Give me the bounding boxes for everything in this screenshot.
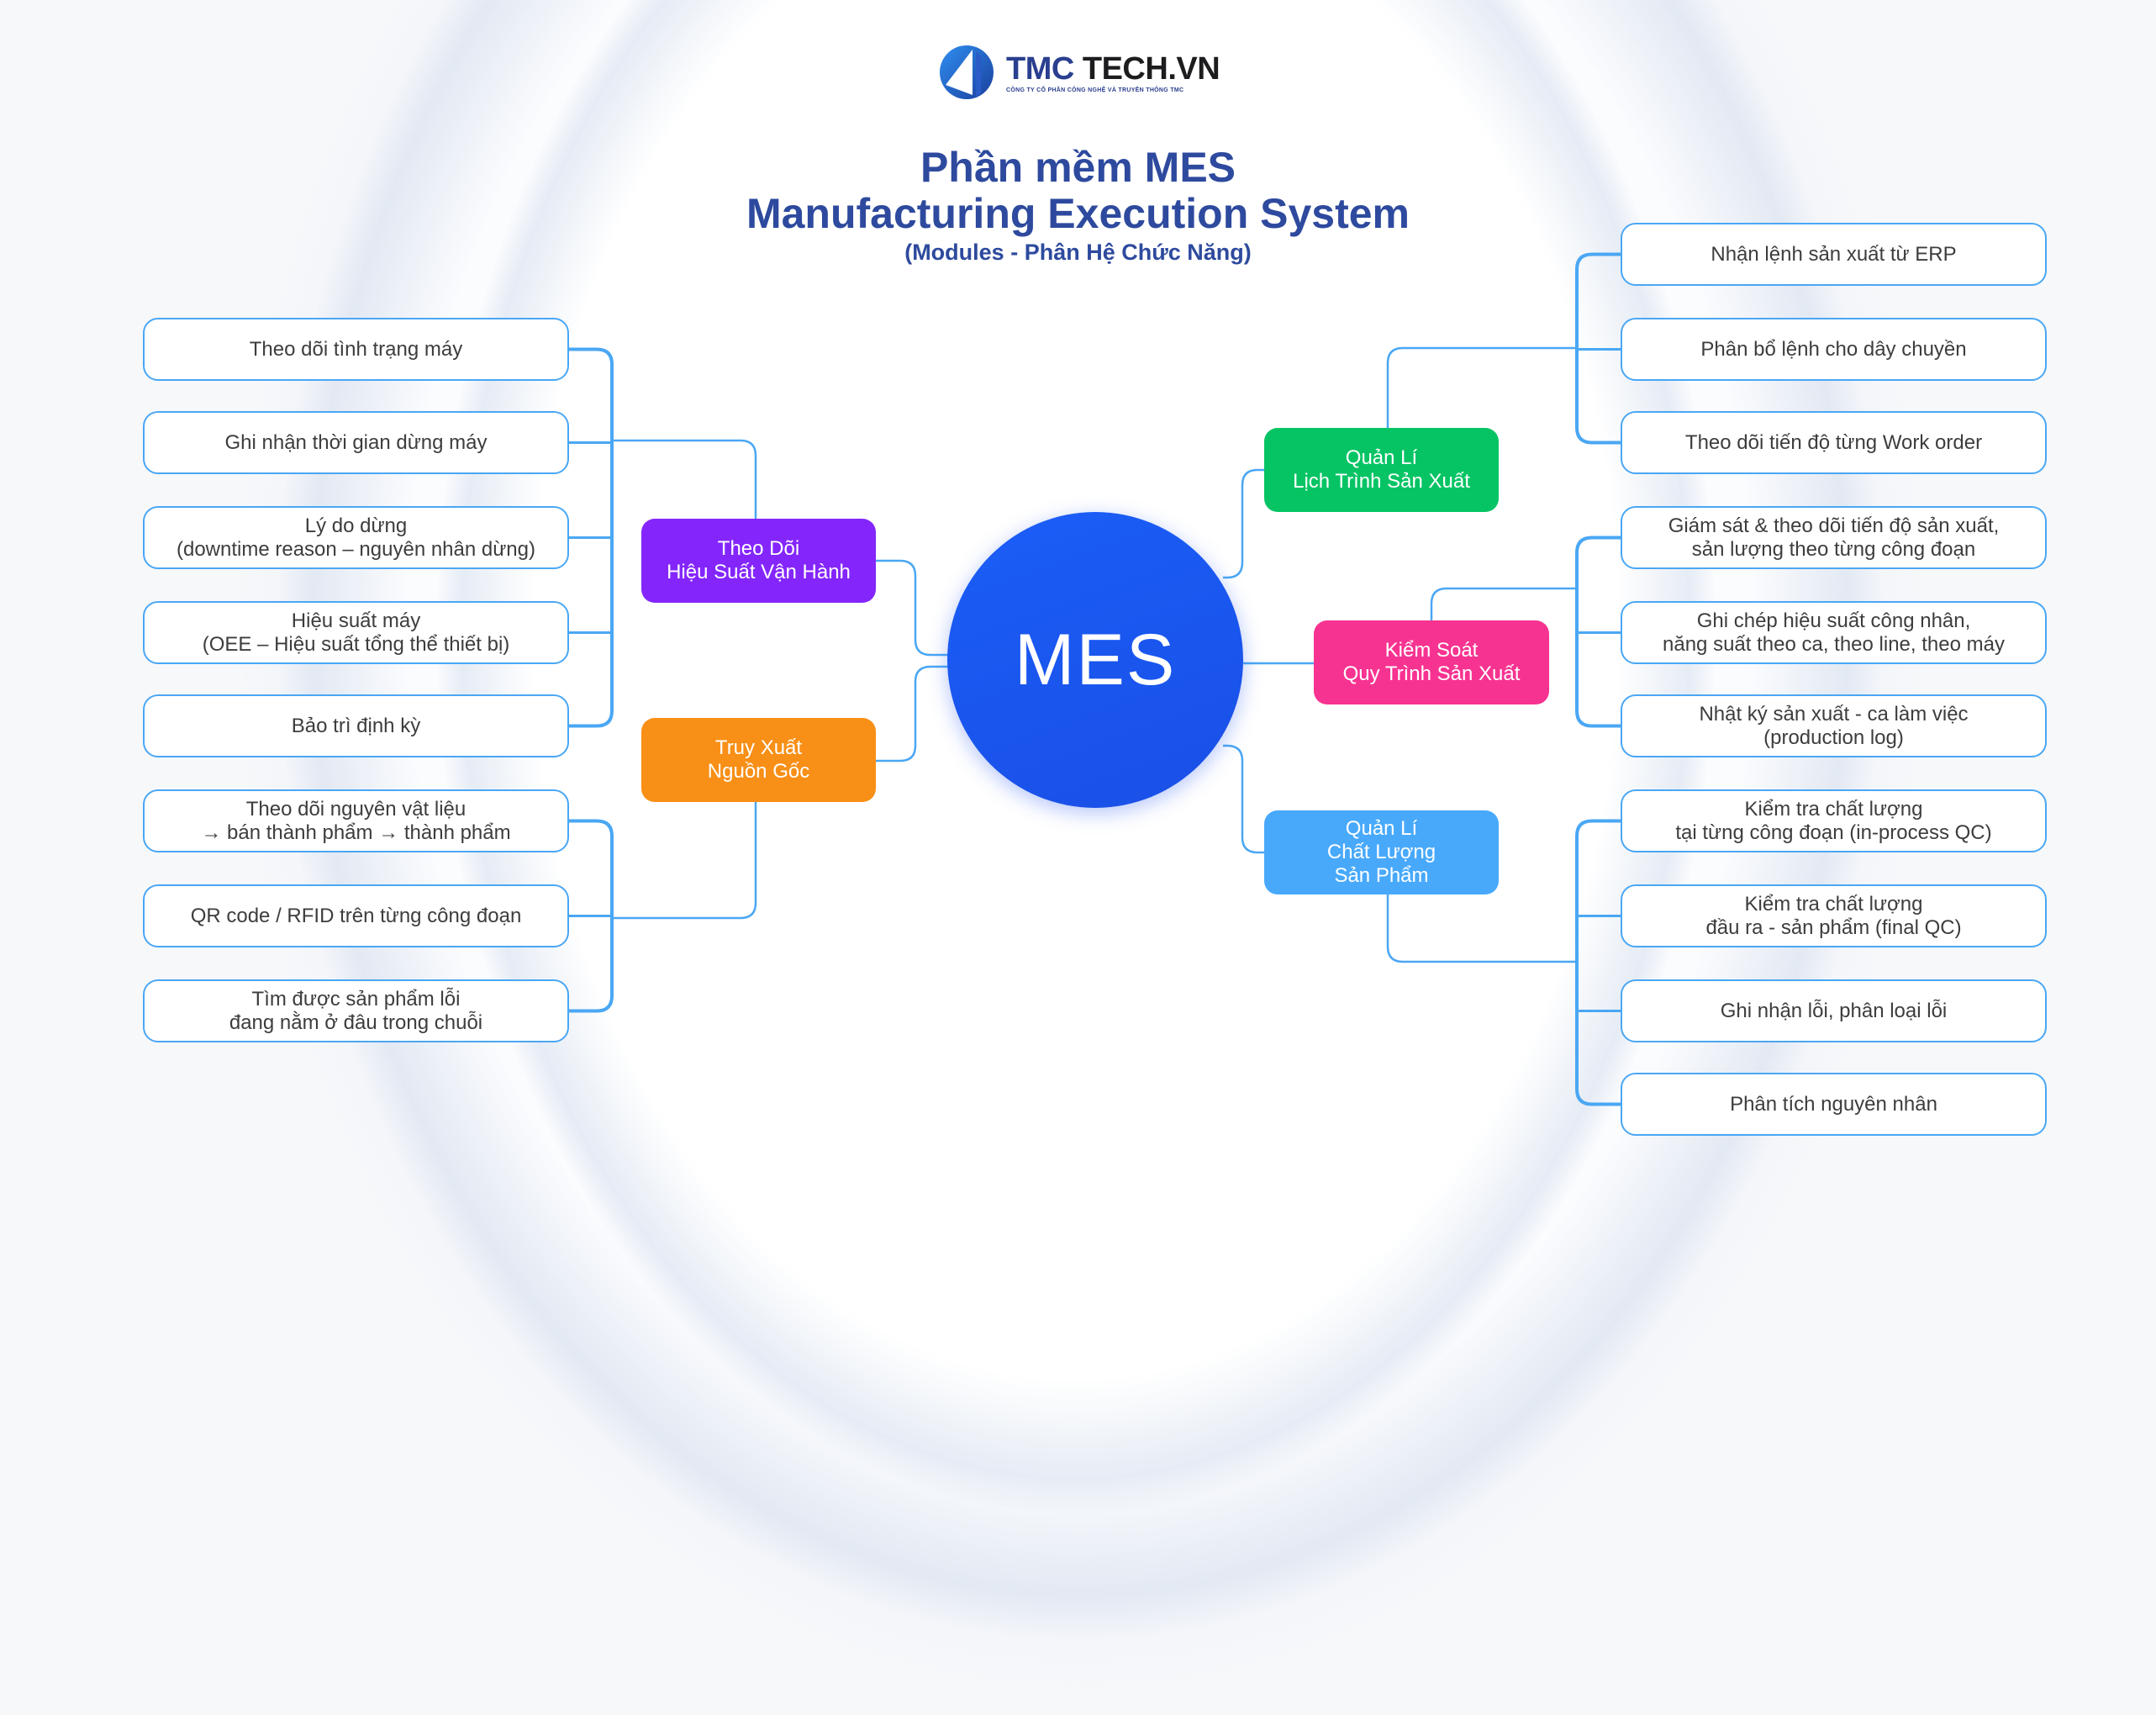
connector-lines bbox=[569, 252, 1621, 1106]
feature-item-quality: Kiểm tra chất lượng đầu ra - sản phẩm (f… bbox=[1621, 884, 2047, 947]
feature-item-traceability: Theo dõi nguyên vật liệu → bán thành phẩ… bbox=[143, 789, 569, 852]
logo-name-tech: TECH.VN bbox=[1082, 50, 1220, 87]
feature-item-traceability: Tìm được sản phẩm lỗi đang nằm ở đâu tro… bbox=[143, 979, 569, 1042]
link-scheduling-to-bus bbox=[1386, 346, 1577, 428]
category-node-performance: Theo Dõi Hiệu Suất Vận Hành bbox=[641, 519, 876, 603]
feature-item-quality: Ghi nhận lỗi, phân loại lỗi bbox=[1621, 979, 2047, 1042]
feature-item-performance: Theo dõi tình trạng máy bbox=[143, 318, 569, 381]
feature-item-scheduling: Nhận lệnh sản xuất từ ERP bbox=[1621, 223, 2047, 286]
feature-item-performance: Lý do dừng (downtime reason – nguyên nhâ… bbox=[143, 506, 569, 569]
link-process-control-to-bus bbox=[1430, 587, 1577, 620]
page-subtitle: (Modules - Phân Hệ Chức Năng) bbox=[904, 240, 1252, 265]
link-hub-quality bbox=[1223, 744, 1264, 854]
feature-item-traceability: QR code / RFID trên từng công đoạn bbox=[143, 884, 569, 947]
logo-name-tmc: TMC bbox=[1006, 50, 1074, 87]
bus-bracket-quality bbox=[1575, 819, 1621, 1106]
link-hub-performance bbox=[876, 559, 950, 657]
category-node-quality: Quản Lí Chất Lượng Sản Phẩm bbox=[1264, 810, 1499, 894]
feature-item-performance: Ghi nhận thời gian dừng máy bbox=[143, 411, 569, 474]
link-traceability-to-bus bbox=[612, 802, 757, 920]
link-quality-to-bus bbox=[1386, 894, 1577, 963]
tmc-logo-icon bbox=[940, 45, 994, 99]
logo-wordmark: TMC TECH.VN bbox=[1006, 52, 1220, 86]
feature-item-quality: Kiểm tra chất lượng tại từng công đoạn (… bbox=[1621, 789, 2047, 852]
feature-item-performance: Hiệu suất máy (OEE – Hiệu suất tổng thể … bbox=[143, 601, 569, 664]
feature-item-scheduling: Phân bổ lệnh cho dây chuyền bbox=[1621, 318, 2047, 381]
feature-item-process-control: Ghi chép hiệu suất công nhân, năng suất … bbox=[1621, 601, 2047, 664]
link-hub-traceability bbox=[876, 665, 950, 763]
category-node-traceability: Truy Xuất Nguồn Gốc bbox=[641, 718, 876, 802]
mes-hub-node: MES bbox=[947, 512, 1243, 808]
feature-item-performance: Bảo trì định kỳ bbox=[143, 694, 569, 757]
page-title: Phần mềm MES bbox=[920, 144, 1236, 191]
feature-item-process-control: Nhật ký sản xuất - ca làm việc (producti… bbox=[1621, 694, 2047, 757]
feature-item-process-control: Giám sát & theo dõi tiến độ sản xuất, sả… bbox=[1621, 506, 2047, 569]
link-performance-to-bus bbox=[612, 439, 757, 519]
company-logo: TMC TECH.VN CÔNG TY CỔ PHẦN CÔNG NGHỆ VÀ… bbox=[939, 45, 1220, 100]
category-node-scheduling: Quản Lí Lịch Trình Sản Xuất bbox=[1264, 428, 1499, 512]
page-title-secondary: Manufacturing Execution System bbox=[746, 190, 1410, 237]
category-node-process-control: Kiểm Soát Quy Trình Sản Xuất bbox=[1314, 620, 1549, 704]
link-hub-scheduling bbox=[1223, 468, 1264, 579]
feature-item-quality: Phân tích nguyên nhân bbox=[1621, 1073, 2047, 1136]
feature-item-scheduling: Theo dõi tiến độ từng Work order bbox=[1621, 411, 2047, 474]
logo-tagline: CÔNG TY CỔ PHẦN CÔNG NGHỆ VÀ TRUYỀN THÔN… bbox=[1006, 87, 1184, 93]
